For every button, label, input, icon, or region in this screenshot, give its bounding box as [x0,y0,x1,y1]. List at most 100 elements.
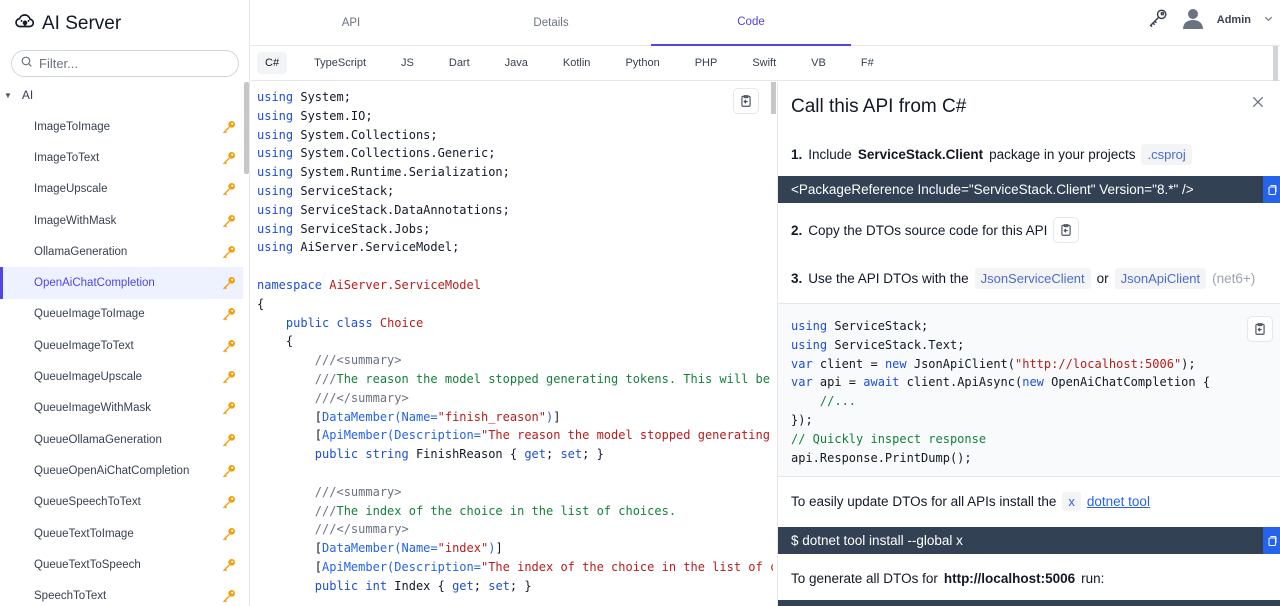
step-text-2: package in your projects [989,147,1136,162]
lang-csharp[interactable]: C# [257,52,288,74]
key-icon [221,494,237,510]
update-dtos-text: To easily update DTOs for all APIs insta… [791,492,1150,511]
step-number: 3. [791,271,803,286]
key-outline-icon[interactable] [1147,7,1169,34]
sidebar-item-queueollamageneration[interactable]: QueueOllamaGeneration [0,424,243,455]
item-label: QueueImageWithMask [34,402,151,415]
step-1: 1. Include ServiceStack.Client package i… [791,144,1192,165]
sidebar-item-imageupscale[interactable]: ImageUpscale [0,174,243,205]
caret-down-icon: ▼ [4,90,12,100]
tabs-scrollbar[interactable] [1273,46,1278,81]
key-icon [221,338,237,354]
step-2: 2. Copy the DTOs source code for this AP… [791,217,1080,243]
sidebar-item-imagetoimage[interactable]: ImageToImage [0,111,243,142]
package-reference-block[interactable]: <PackageReference Include="ServiceStack.… [778,176,1280,203]
key-icon [221,181,237,197]
copy-icon[interactable] [1263,176,1280,203]
item-label: QueueImageUpscale [34,371,143,384]
lang-fsharp[interactable]: F# [860,57,874,69]
lang-kotlin[interactable]: Kotlin [562,57,591,69]
install-command-text: $ dotnet tool install --global x [791,533,963,548]
sidebar-item-imagetotext[interactable]: ImageToText [0,142,243,173]
sidebar: AI Server ▼ AI ImageToImage ImageToText … [0,0,250,606]
app-title: AI Server [42,13,122,34]
sidebar-item-imagewithmask[interactable]: ImageWithMask [0,205,243,236]
item-label: QueueSpeechToText [34,496,141,509]
lang-swift[interactable]: Swift [752,57,777,69]
dto-source-code: using System; using System.IO; using Sys… [257,90,773,593]
close-icon[interactable] [1250,94,1270,114]
tab-api[interactable]: API [341,17,361,29]
filter-box [11,50,239,77]
generate-command-block[interactable] [778,600,1280,606]
lang-dart[interactable]: Dart [448,57,470,69]
lang-vb[interactable]: VB [811,57,826,69]
step-text: Use the API DTOs with the [808,271,969,286]
sidebar-item-queuespeechtotext[interactable]: QueueSpeechToText [0,487,243,518]
key-icon [221,526,237,542]
step-text: Include [808,147,852,162]
key-icon [221,588,237,604]
item-label: OllamaGeneration [34,245,128,258]
call-api-panel: Call this API from C# 1. Include Service… [777,82,1280,606]
code-scrollbar[interactable] [771,82,776,114]
dotnet-tool-link[interactable]: dotnet tool [1086,494,1150,509]
usage-snippet[interactable]: using ServiceStack; using ServiceStack.T… [778,303,1280,477]
sidebar-item-queueimageupscale[interactable]: QueueImageUpscale [0,361,243,392]
sidebar-item-queueimagewithmask[interactable]: QueueImageWithMask [0,393,243,424]
sidebar-scrollbar[interactable] [244,82,249,174]
tab-details[interactable]: Details [533,17,569,29]
step-3: 3. Use the API DTOs with the JsonService… [791,268,1255,289]
language-tabs: C# TypeScript JS Dart Java Kotlin Python… [251,46,1280,81]
usage-code: using ServiceStack; using ServiceStack.T… [791,319,1211,465]
cloud-logo-icon [14,10,36,38]
filter-input[interactable] [39,56,229,71]
generate-run: run: [1081,571,1105,586]
sidebar-item-queueopenaichatcompletion[interactable]: QueueOpenAiChatCompletion [0,455,243,486]
brand[interactable]: AI Server [14,10,121,38]
search-icon [20,55,33,73]
sidebar-item-queueimagetoimage[interactable]: QueueImageToImage [0,299,243,330]
lang-typescript[interactable]: TypeScript [314,57,367,69]
lang-php[interactable]: PHP [694,57,718,69]
item-label: ImageWithMask [34,214,117,227]
lang-python[interactable]: Python [625,57,660,69]
install-command-block[interactable]: $ dotnet tool install --global x [778,527,1280,554]
sidebar-item-queuetexttospeech[interactable]: QueueTextToSpeech [0,549,243,580]
sidebar-item-ollamageneration[interactable]: OllamaGeneration [0,236,243,267]
or-text: or [1096,271,1109,286]
item-label: ImageToText [34,151,100,164]
sidebar-item-queueimagetotext[interactable]: QueueImageToText [0,330,243,361]
generate-url: http://localhost:5006 [943,571,1076,586]
code-viewer[interactable]: using System; using System.IO; using Sys… [251,82,773,606]
sidebar-item-queuetexttoimage[interactable]: QueueTextToImage [0,518,243,549]
sidebar-item-openaichatcompletion[interactable]: OpenAiChatCompletion [0,267,243,300]
generate-label: To generate all DTOs for [791,571,938,586]
generate-dtos-text: To generate all DTOs for http://localhos… [791,571,1104,586]
key-icon [221,557,237,573]
lang-js[interactable]: JS [401,57,414,69]
account-area: Admin [1147,6,1274,34]
copy-snippet-button[interactable] [1247,316,1273,342]
group-label: AI [21,88,34,102]
chevron-down-icon[interactable] [1263,13,1274,27]
item-label: ImageUpscale [34,183,108,196]
operation-list: ImageToImage ImageToText ImageUpscale Im… [0,111,243,606]
copy-dtos-button[interactable] [1053,217,1080,243]
step-number: 2. [791,222,803,238]
copy-code-button[interactable] [733,88,759,114]
jsonapiclient-badge: JsonApiClient [1114,268,1207,289]
lang-java[interactable]: Java [504,57,528,69]
user-name[interactable]: Admin [1216,14,1251,26]
avatar-icon[interactable] [1181,6,1205,35]
key-icon [221,244,237,260]
key-icon [221,369,237,385]
group-ai[interactable]: ▼ AI [4,88,33,102]
item-label: QueueImageToText [34,339,134,352]
tab-code[interactable]: Code [651,0,851,46]
package-reference-text: <PackageReference Include="ServiceStack.… [791,182,1194,197]
copy-icon[interactable] [1263,527,1280,554]
key-icon [221,306,237,322]
sidebar-item-speechtotext[interactable]: SpeechToText [0,580,243,606]
key-icon [221,400,237,416]
